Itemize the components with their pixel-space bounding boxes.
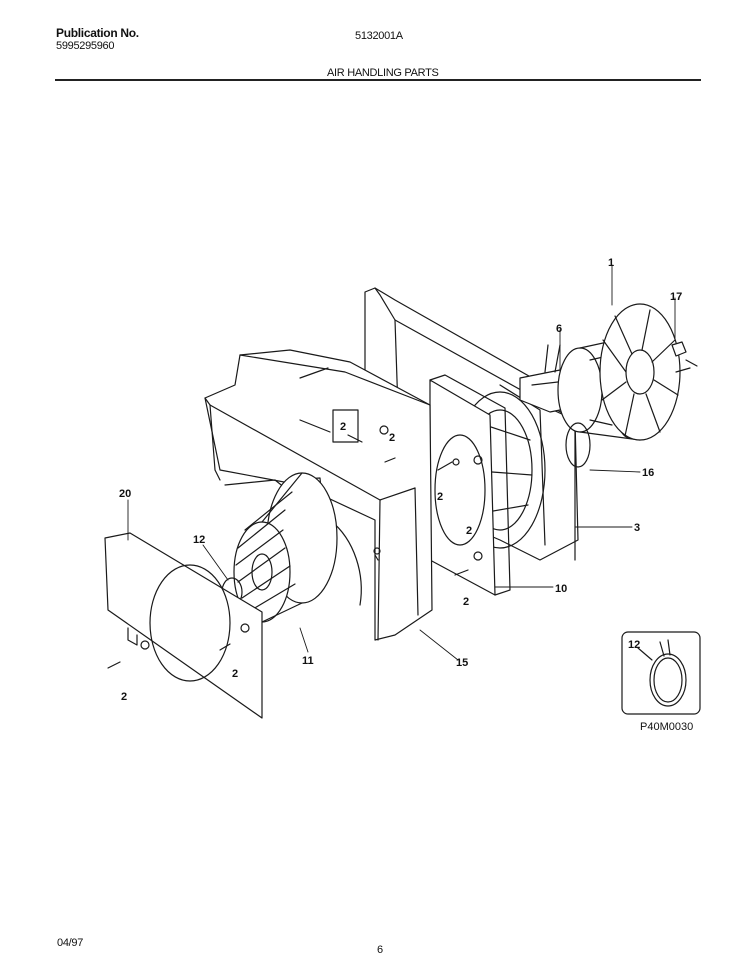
publication-number: 5995295960	[56, 40, 115, 52]
callout-screw-a: 2	[340, 421, 346, 433]
callout-screw-b: 2	[389, 432, 395, 444]
callout-screw-c: 2	[437, 491, 443, 503]
front-panel	[104, 532, 263, 719]
callout-screw-e: 2	[463, 596, 469, 608]
callout-clamp: 12	[193, 534, 205, 546]
screws	[107, 425, 483, 669]
callout-motor-mount: 6	[556, 323, 562, 335]
callout-fan-blade: 1	[608, 257, 614, 269]
footer-date: 04/97	[57, 937, 84, 949]
figure-code: P40M0030	[640, 721, 693, 733]
callout-shroud: 3	[634, 522, 640, 534]
clamp-detail-inset	[621, 631, 701, 715]
callout-screw-d: 2	[466, 525, 472, 537]
orifice-plate	[429, 374, 511, 596]
document-id: 5132001A	[355, 30, 403, 42]
callout-orifice-plate: 10	[555, 583, 567, 595]
callout-front-panel: 20	[119, 488, 131, 500]
header-rule	[55, 79, 701, 81]
blower-wheel	[233, 472, 338, 623]
callout-screw-f: 2	[232, 668, 238, 680]
fan-blade	[599, 303, 691, 441]
callout-blower-wheel: 11	[302, 655, 314, 667]
leader-lines	[127, 264, 676, 661]
page-number: 6	[377, 944, 383, 956]
callout-nut: 17	[670, 291, 682, 303]
callout-scroll-housing: 15	[456, 657, 468, 669]
publication-label: Publication No.	[56, 26, 139, 40]
section-title: AIR HANDLING PARTS	[327, 67, 439, 79]
nut	[671, 341, 698, 367]
callout-clamp-detail: 12	[628, 639, 640, 651]
callout-motor: 16	[642, 467, 654, 479]
callout-screw-g: 2	[121, 691, 127, 703]
